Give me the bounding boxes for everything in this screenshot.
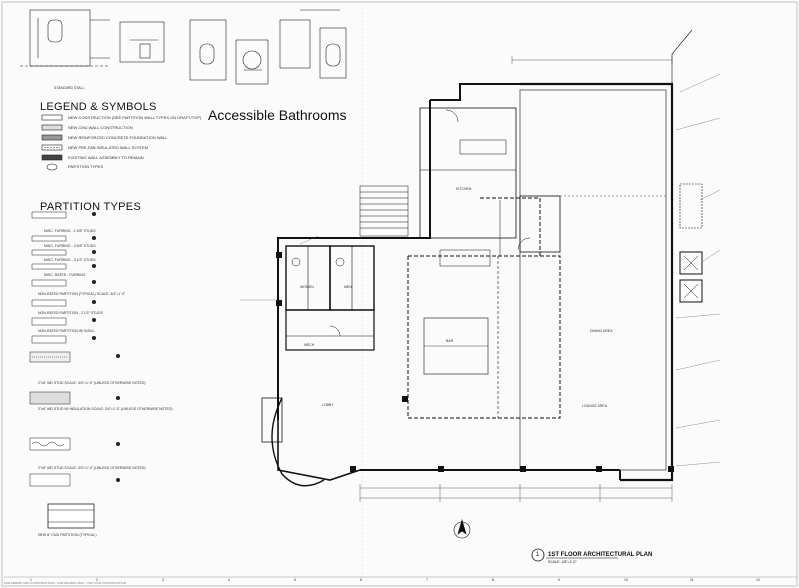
partition-label-3: MISC. RATED - FURRING (44, 273, 86, 277)
grid-num-8: 8 (492, 578, 494, 582)
grid-num-4: 4 (228, 578, 230, 582)
bathroom-heading: Accessible Bathrooms (208, 107, 347, 123)
room-label-kitchen: KITCHEN (456, 187, 472, 191)
legend-label-2: NEW REINFORCED CONCRETE FOUNDATION WALL (68, 135, 168, 140)
grid-num-1: 1 (30, 578, 32, 582)
room-label-men: MEN (344, 285, 352, 289)
note-leaders (240, 73, 721, 467)
standard-stall-label: STANDARD STALL (54, 86, 85, 90)
plan-number: 1 (536, 552, 540, 558)
grid-num-6: 6 (360, 578, 362, 582)
partition-label-7: 2"x6" WD STUD SCALE: 3/4"=1'-0" (UNLESS … (38, 381, 146, 385)
room-label-lobby: LOBBY (322, 403, 334, 407)
room-label-mech: MECH (304, 343, 315, 347)
partition-label-8: 2"x6" WD STUD W/ INSULATION SCALE: 3/4"=… (38, 407, 173, 411)
legend-swatches (41, 114, 63, 171)
legend-heading: LEGEND & SYMBOLS (40, 101, 157, 113)
room-label-dining: DINING AREA (590, 329, 613, 333)
grid-num-10: 10 (624, 578, 628, 582)
grid-num-9: 9 (558, 578, 560, 582)
footer-strip: FOR PERMIT AND CONSTRUCTION - FOR REVIEW… (4, 581, 126, 585)
grid-num-2: 2 (96, 578, 98, 582)
dimension-lines (359, 56, 673, 502)
partition-label-2: MISC. FURRING - 3 1/2" STUDS (44, 258, 96, 262)
legend-label-5: PARTITION TYPES (68, 164, 104, 169)
plan-number-bubble (531, 548, 545, 562)
grid-num-7: 7 (426, 578, 428, 582)
partition-label-5: NON-RATED PARTITION - 2 1/2" STUDS (38, 311, 103, 315)
legend-label-3: NEW PRE-FAB INSULATED WALL SYSTEM (68, 145, 149, 150)
partition-label-6: NON-RATED PARTITION W/ INSUL. (38, 329, 96, 333)
partition-label-1: MISC. FURRING - 3 5/8" STUDS (44, 244, 96, 248)
partition-label-0: MISC. FURRING - 1 5/8" STUDS (44, 229, 96, 233)
partition-label-9: 2"x6" WD STUD SCALE: 3/4"=1'-0" (UNLESS … (38, 466, 146, 470)
partition-heading: PARTITION TYPES (40, 201, 142, 213)
floor-plan-title: 1ST FLOOR ARCHITECTURAL PLAN (548, 552, 653, 558)
floor-plan-scale: SCALE: 1/8"=1'-0" (548, 560, 577, 564)
grid-num-3: 3 (162, 578, 164, 582)
room-label-women: WOMEN (300, 285, 314, 289)
partition-label-4: NON-RATED PARTITION (TYPICAL) SCALE: 3/4… (38, 292, 126, 296)
bathroom-details (20, 9, 347, 85)
legend-label-0: NEW CONSTRUCTION (SEE PARTITION WALL TYP… (68, 115, 202, 120)
grid-num-12: 12 (756, 578, 760, 582)
legend-label-1: NEW CMU WALL CONSTRUCTION (68, 125, 133, 130)
room-label-lounge: LOUNGE AREA (582, 404, 608, 408)
grid-num-5: 5 (294, 578, 296, 582)
floor-plan (261, 29, 703, 487)
partition-label-10: NEW 8" CMU PARTITION (TYPICAL) (38, 533, 97, 537)
grid-num-11: 11 (690, 578, 694, 582)
partition-sections (29, 211, 120, 529)
legend-label-4: EXISTING WALL ASSEMBLY TO REMAIN (68, 155, 144, 160)
room-label-bar: BAR (446, 339, 454, 343)
north-arrow (453, 518, 471, 539)
